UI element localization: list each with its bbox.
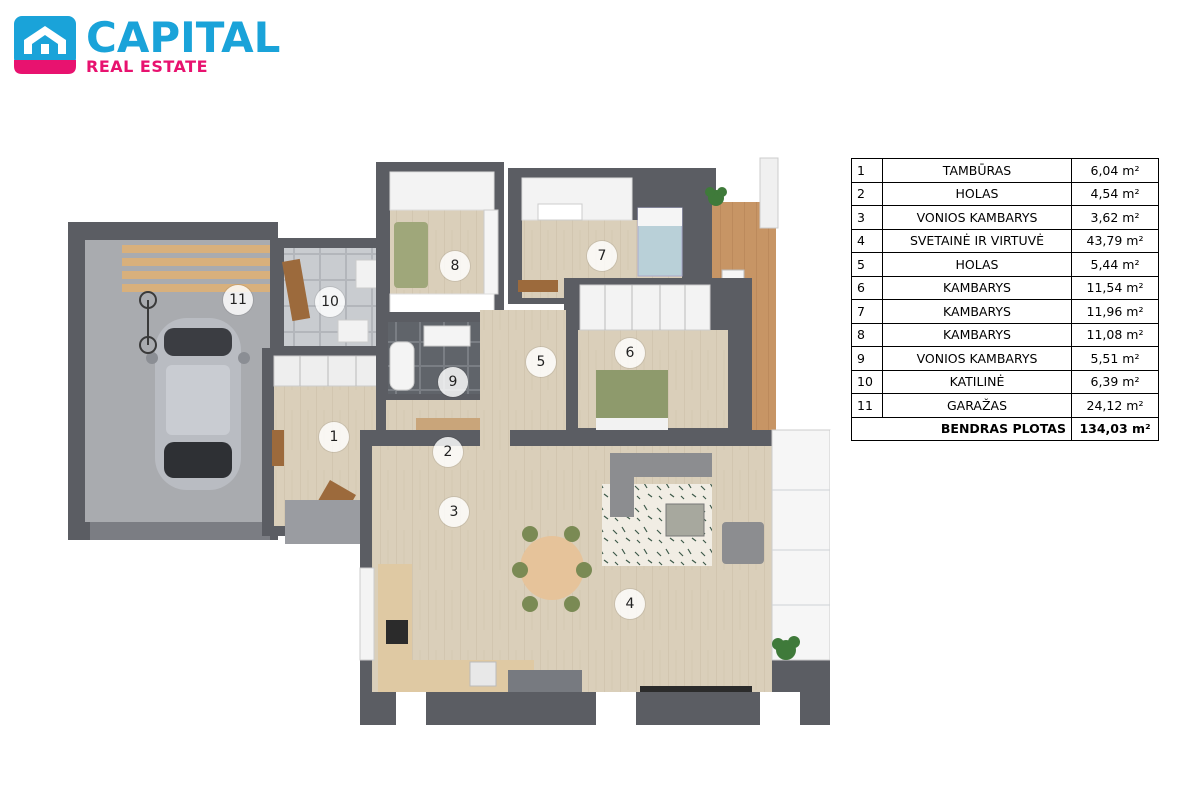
room-name: KAMBARYS <box>882 299 1072 324</box>
room-area: 11,96 m² <box>1071 299 1159 324</box>
room-no: 9 <box>851 346 883 371</box>
room-area-table: 1 TAMBŪRAS 6,04 m² 2 HOLAS 4,54 m² 3 VON… <box>851 158 1159 441</box>
room-no: 4 <box>851 228 883 253</box>
room-area: 5,44 m² <box>1071 252 1159 277</box>
logo-subtitle: REAL ESTATE <box>86 57 209 76</box>
room-area: 43,79 m² <box>1071 228 1159 253</box>
table-row: 9 VONIOS KAMBARYS 5,51 m² <box>851 346 1159 371</box>
room-no: 3 <box>851 205 883 230</box>
room-area: 11,54 m² <box>1071 275 1159 300</box>
room-number-6: 6 <box>615 338 645 368</box>
room-no: 2 <box>851 181 883 206</box>
room-area: 11,08 m² <box>1071 322 1159 347</box>
room-area: 6,04 m² <box>1071 158 1159 183</box>
room-area: 3,62 m² <box>1071 205 1159 230</box>
room-name: GARAŽAS <box>882 393 1072 418</box>
table-row: 1 TAMBŪRAS 6,04 m² <box>851 158 1159 183</box>
table-row: 6 KAMBARYS 11,54 m² <box>851 275 1159 300</box>
room-name: HOLAS <box>882 252 1072 277</box>
room-number-5: 5 <box>526 347 556 377</box>
table-row: 3 VONIOS KAMBARYS 3,62 m² <box>851 205 1159 230</box>
room-area: 4,54 m² <box>1071 181 1159 206</box>
house-logo-icon <box>14 16 76 74</box>
room-name: SVETAINĖ IR VIRTUVĖ <box>882 228 1072 253</box>
room-name: TAMBŪRAS <box>882 158 1072 183</box>
room-no: 5 <box>851 252 883 277</box>
table-row: 8 KAMBARYS 11,08 m² <box>851 322 1159 347</box>
table-row: 11 GARAŽAS 24,12 m² <box>851 393 1159 418</box>
floor-plan-drawing <box>68 157 850 725</box>
room-area: 24,12 m² <box>1071 393 1159 418</box>
total-row: BENDRAS PLOTAS 134,03 m² <box>851 416 1159 441</box>
room-no: 11 <box>851 393 883 418</box>
total-label: BENDRAS PLOTAS <box>851 416 1072 441</box>
room-number-10: 10 <box>315 287 345 317</box>
room-number-1: 1 <box>319 422 349 452</box>
room-name: HOLAS <box>882 181 1072 206</box>
room-number-7: 7 <box>587 241 617 271</box>
table-row: 7 KAMBARYS 11,96 m² <box>851 299 1159 324</box>
room-no: 8 <box>851 322 883 347</box>
room-number-3: 3 <box>439 497 469 527</box>
room-no: 1 <box>851 158 883 183</box>
room-name: VONIOS KAMBARYS <box>882 205 1072 230</box>
room-no: 6 <box>851 275 883 300</box>
room-number-4: 4 <box>615 589 645 619</box>
table-row: 5 HOLAS 5,44 m² <box>851 252 1159 277</box>
table-row: 4 SVETAINĖ IR VIRTUVĖ 43,79 m² <box>851 228 1159 253</box>
room-area: 6,39 m² <box>1071 369 1159 394</box>
room-name: KAMBARYS <box>882 322 1072 347</box>
floor-plan: 1 2 3 4 5 6 7 8 9 10 11 <box>60 150 850 725</box>
room-name: KATILINĖ <box>882 369 1072 394</box>
table-row: 10 KATILINĖ 6,39 m² <box>851 369 1159 394</box>
room-number-11: 11 <box>223 285 253 315</box>
room-number-9: 9 <box>438 367 468 397</box>
room-number-2: 2 <box>433 437 463 467</box>
room-no: 7 <box>851 299 883 324</box>
room-name: KAMBARYS <box>882 275 1072 300</box>
room-no: 10 <box>851 369 883 394</box>
capital-real-estate-logo: CAPITAL REAL ESTATE <box>14 12 284 80</box>
room-number-8: 8 <box>440 251 470 281</box>
total-area: 134,03 m² <box>1071 416 1159 441</box>
room-area: 5,51 m² <box>1071 346 1159 371</box>
room-name: VONIOS KAMBARYS <box>882 346 1072 371</box>
logo-name: CAPITAL <box>86 13 281 62</box>
table-row: 2 HOLAS 4,54 m² <box>851 181 1159 206</box>
